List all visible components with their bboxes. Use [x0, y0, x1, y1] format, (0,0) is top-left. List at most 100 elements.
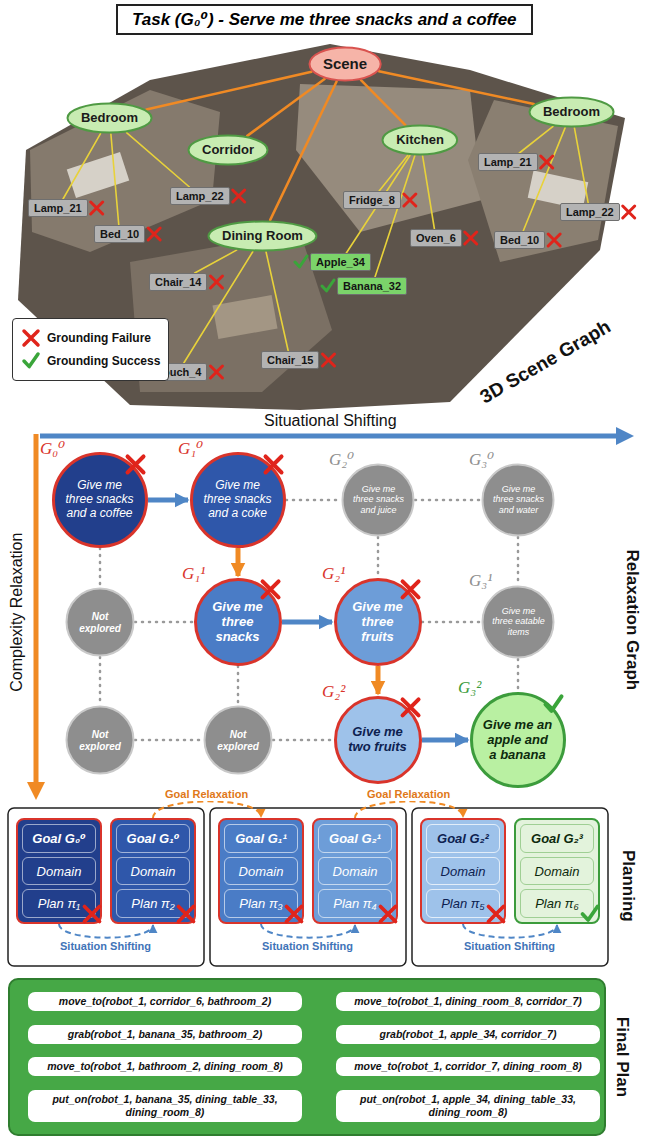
planning-panel — [210, 808, 406, 966]
goal-text: Give me three snacks — [205, 600, 270, 645]
object-label: Lamp_21 — [478, 153, 538, 171]
action-text: put_on(robot_1, banana_35, dining_table_… — [52, 1093, 277, 1118]
success-check — [322, 280, 334, 291]
action-text: move_to(robot_1, dining_room_8, corridor… — [354, 995, 582, 1007]
circle-outline — [483, 587, 554, 658]
connector — [361, 80, 405, 125]
edge-label: Situation Shifting — [259, 940, 356, 953]
title-text: Task (G₀⁰) - Serve me three snacks and a… — [132, 10, 517, 29]
object-label: Chair_14 — [149, 273, 207, 291]
card-row: Plan π₃ — [224, 889, 298, 918]
goal-text: Give me two fruits — [345, 725, 410, 755]
connector — [282, 620, 332, 625]
action-text: move_to(robot_1, corridor_7, dining_room… — [354, 1060, 582, 1072]
action-text: grab(robot_1, banana_35, bathroom_2) — [68, 1028, 262, 1040]
object-name: Fridge_8 — [349, 194, 395, 206]
plan-card: Goal G₂³DomainPlan π₆ — [514, 818, 600, 924]
circle-outline — [205, 707, 272, 774]
goal-text: Not explored — [212, 729, 264, 752]
connector — [423, 156, 435, 229]
circle-outline — [67, 707, 134, 774]
goal-name: Goal G₁⁰ — [127, 831, 180, 846]
goal-text: Give me an apple and a banana — [482, 718, 553, 763]
object-label: Fridge_8 — [343, 191, 401, 209]
connector — [247, 79, 324, 136]
card-row: Goal G₂¹ — [318, 824, 392, 853]
card-row: Domain — [224, 857, 298, 886]
domain-name: Domain — [535, 864, 580, 879]
goal-text: Give me three snacks and a coke — [202, 479, 273, 520]
goal-name: Goal G₂³ — [531, 831, 583, 846]
room-name: Bedroom — [543, 96, 600, 128]
connector — [523, 128, 565, 231]
room-name: Bedroom — [81, 102, 138, 134]
object-name: Lamp_21 — [34, 202, 82, 214]
goal-circle: Not explored — [65, 587, 135, 657]
circle-outline — [336, 580, 421, 665]
plan-card: Goal G₀⁰DomainPlan π₁ — [16, 818, 102, 924]
plan-name: Plan π₅ — [441, 896, 485, 911]
plan-name: Plan π₄ — [333, 896, 377, 911]
connector — [99, 657, 102, 705]
connector — [376, 666, 381, 694]
connector — [355, 801, 463, 818]
room-ellipse: Corridor — [187, 134, 269, 166]
goal-circle: Not explored — [203, 705, 273, 775]
connector — [266, 252, 288, 351]
action-text: move_to(robot_1, corridor_6, bathroom_2) — [59, 995, 271, 1007]
failure-cross — [91, 202, 103, 214]
object-label: Lamp_22 — [170, 187, 230, 205]
connector — [148, 498, 188, 503]
failure-cross — [266, 456, 282, 472]
planning-panel — [412, 808, 608, 966]
connector — [375, 156, 415, 277]
connector — [270, 82, 336, 221]
domain-name: Domain — [441, 864, 486, 879]
goal-circle: G₃¹Give me three eatable items — [481, 585, 555, 659]
action-box: put_on(robot_1, banana_35, dining_table_… — [28, 1090, 302, 1122]
object-label: Bed_10 — [94, 225, 145, 243]
goal-text: Give me three fruits — [345, 600, 410, 645]
goal-text: Give me three eatable items — [491, 606, 546, 637]
object-name: Banana_32 — [343, 280, 401, 292]
goal-symbol: G₂² — [322, 682, 345, 702]
card-row: Plan π₄ — [318, 889, 392, 918]
goal-text: Give me three snacks and juice — [351, 484, 406, 515]
card-row: Domain — [116, 857, 190, 886]
card-row: Domain — [426, 857, 500, 886]
connector — [286, 499, 341, 502]
object-name: Bed_10 — [100, 228, 139, 240]
action-text: grab(robot_1, apple_34, corridor_7) — [380, 1028, 557, 1040]
card-row: Goal G₂³ — [520, 824, 594, 853]
goal-symbol: G₀⁰ — [40, 438, 65, 459]
edge-label: Situation Shifting — [461, 940, 558, 953]
axis-arrowhead — [27, 782, 45, 800]
goal-circle: G₃⁰Give me three snacks and water — [481, 463, 555, 537]
connector — [63, 134, 100, 199]
room-ellipse: Bedroom — [528, 96, 615, 128]
object-name: Chair_14 — [155, 276, 201, 288]
connector — [377, 537, 380, 578]
final-plan-panel: Final Planmove_to(robot_1, corridor_6, b… — [8, 978, 606, 1136]
domain-name: Domain — [333, 864, 378, 879]
object-name: Chair_15 — [267, 354, 313, 366]
room-ellipse: Scene — [308, 46, 382, 82]
action-box: grab(robot_1, apple_34, corridor_7) — [336, 1025, 600, 1044]
goal-symbol: G₁¹ — [182, 564, 205, 584]
card-row: Domain — [318, 857, 392, 886]
connector — [379, 71, 534, 104]
plan-name: Plan π₃ — [239, 896, 283, 911]
failure-cross — [465, 232, 477, 244]
action-box: grab(robot_1, banana_35, bathroom_2) — [28, 1025, 302, 1044]
object-name: Lamp_21 — [484, 156, 532, 168]
card-row: Domain — [520, 857, 594, 886]
planning-panel — [8, 808, 204, 966]
goal-symbol: G₃¹ — [469, 571, 492, 591]
failure-cross — [403, 699, 419, 715]
card-row: Plan π₅ — [426, 889, 500, 918]
circle-outline — [483, 465, 554, 536]
object-name: Lamp_22 — [566, 206, 614, 218]
card-row: Domain — [22, 857, 96, 886]
failure-cross — [381, 907, 396, 922]
apartment-floor — [18, 44, 625, 410]
